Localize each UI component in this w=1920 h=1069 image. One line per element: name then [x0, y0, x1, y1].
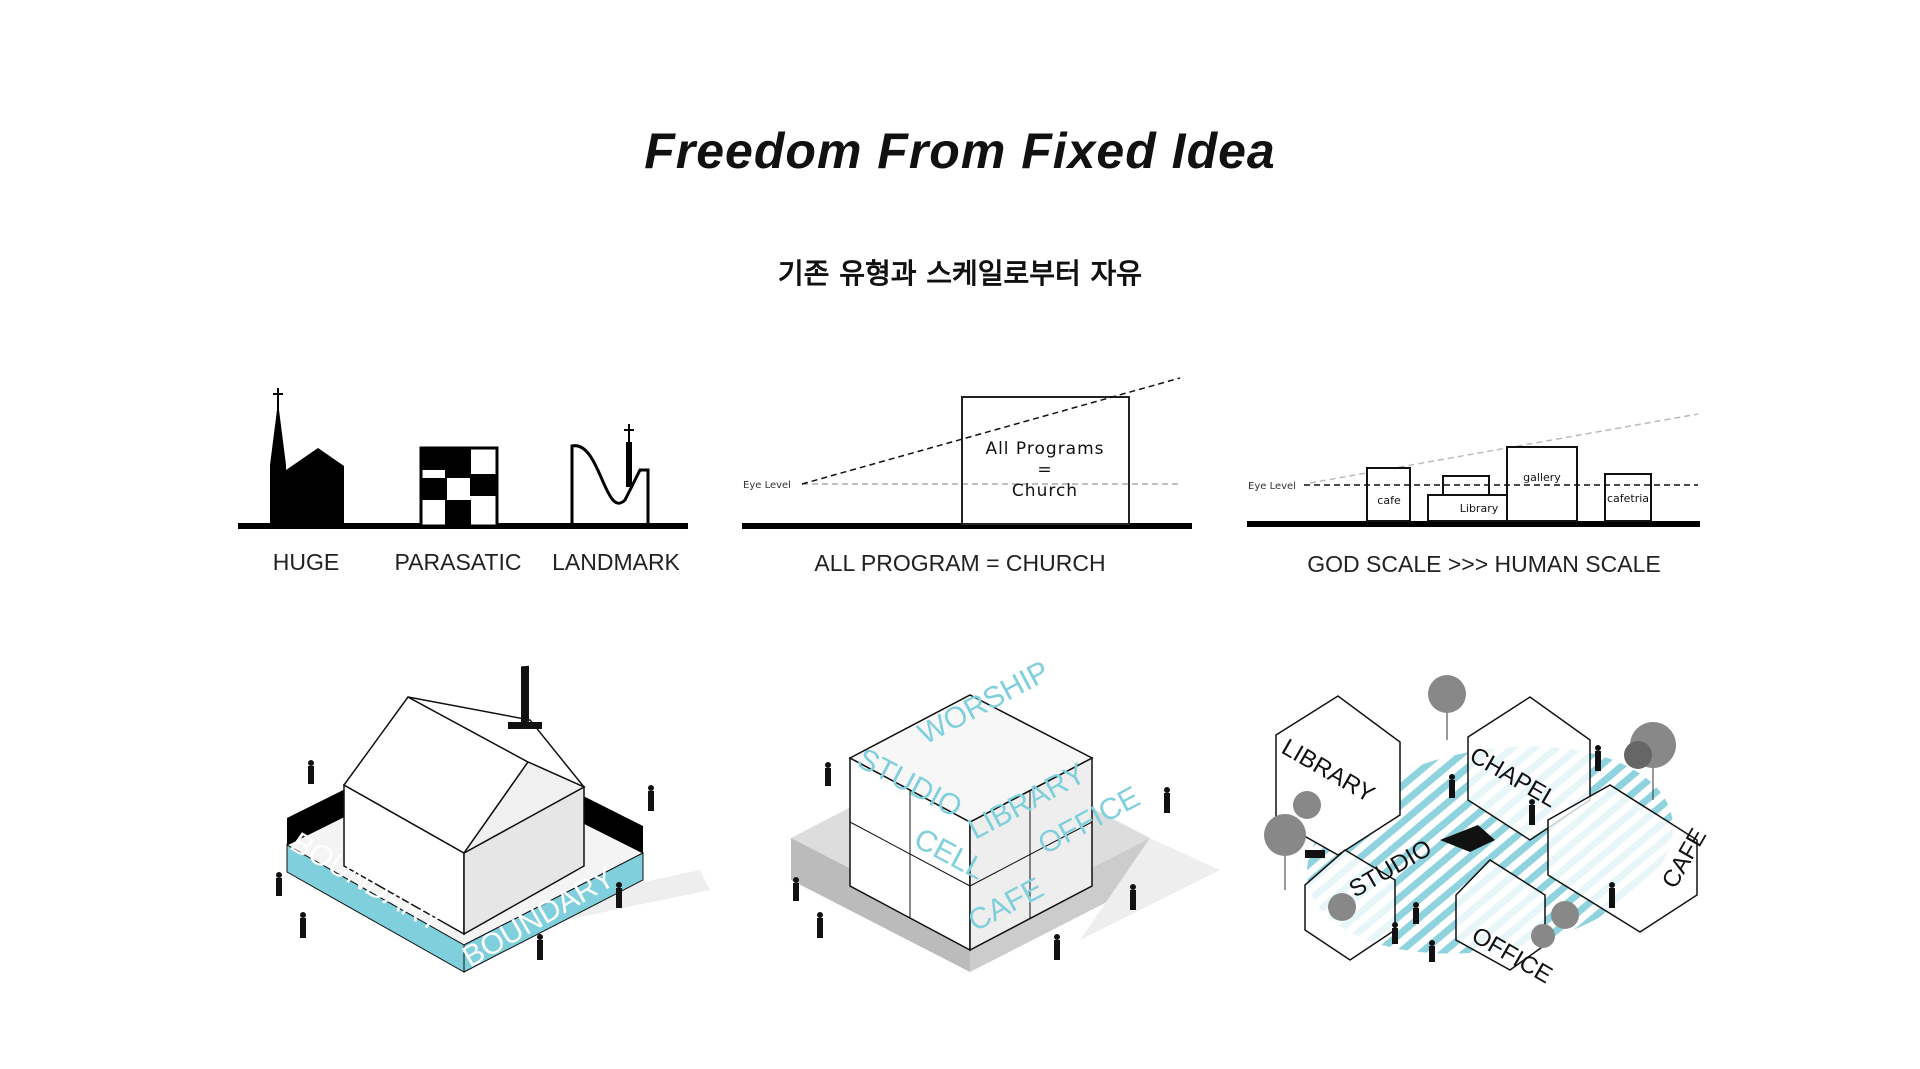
- landmark-shape: [570, 424, 650, 526]
- eye-level-label: Eye Level: [1248, 481, 1296, 492]
- stacked-programs-axonometric: WORSHIP STUDIO LIBRARY OFFICE CELL CAFE: [791, 655, 1220, 972]
- scale-diagram: Eye Level cafe Library gallery cafetria …: [1247, 413, 1700, 577]
- people-figures: [1305, 745, 1615, 962]
- parasitic-block: [419, 446, 499, 528]
- caption-scale: GOD SCALE >>> HUMAN SCALE: [1307, 551, 1660, 577]
- box-text-line1: All Programs: [985, 439, 1104, 459]
- program-diagram: Eye Level All Programs = Church ALL PROG…: [742, 377, 1192, 576]
- page-title: Freedom From Fixed Idea: [644, 123, 1276, 179]
- huge-church-silhouette: [270, 388, 344, 526]
- box-cafetria: cafetria: [1607, 492, 1649, 505]
- label-parasatic: PARASATIC: [395, 549, 522, 575]
- scattered-programs-axonometric: LIBRARY CHAPEL STUDIO OFFICE CAFE: [1264, 675, 1712, 989]
- typology-diagram: HUGE PARASATIC LANDMARK: [238, 388, 688, 575]
- people-figures: [793, 762, 1170, 960]
- piano-icon: [1440, 825, 1495, 852]
- box-text-line3: Church: [1012, 481, 1078, 501]
- caption-all-program: ALL PROGRAM = CHURCH: [814, 550, 1105, 576]
- box-gallery: gallery: [1523, 471, 1561, 484]
- label-huge: HUGE: [273, 549, 339, 575]
- label-landmark: LANDMARK: [552, 549, 680, 575]
- eye-level-label: Eye Level: [743, 480, 791, 491]
- boundary-church-axonometric: BOUNDARY BOUNDARY: [276, 665, 710, 974]
- box-cafe: cafe: [1377, 494, 1401, 507]
- box-library: Library: [1460, 502, 1499, 515]
- people-figures: [276, 760, 654, 960]
- box-text-line2: =: [1037, 460, 1052, 480]
- tree-icons: [1264, 675, 1676, 948]
- page-subtitle: 기존 유형과 스케일로부터 자유: [777, 257, 1143, 290]
